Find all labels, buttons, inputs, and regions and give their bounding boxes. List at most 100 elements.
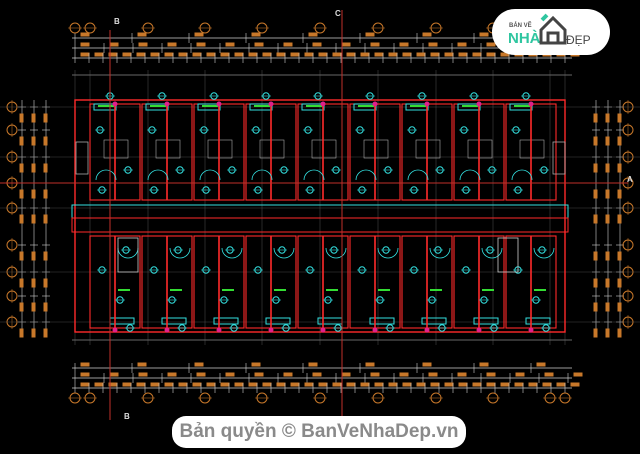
dimension-text xyxy=(428,42,438,47)
dimension-text xyxy=(251,362,261,367)
dimension-text xyxy=(43,302,48,312)
corridor xyxy=(71,217,569,233)
door-swing xyxy=(377,247,399,259)
dimension-text xyxy=(43,136,48,146)
balcony xyxy=(197,103,221,111)
dimension-text xyxy=(220,52,230,57)
dimension-text xyxy=(514,382,524,387)
dimension-text xyxy=(150,52,160,57)
dimension-text xyxy=(341,42,351,47)
dimension-text xyxy=(593,328,598,338)
dimension-text xyxy=(479,32,489,37)
dimension-text xyxy=(486,372,496,377)
dimension-text xyxy=(31,113,36,123)
column-marker xyxy=(216,327,222,333)
dimension-text xyxy=(617,136,622,146)
stair-hatch xyxy=(75,141,89,175)
dimension-text xyxy=(164,382,174,387)
dimension-text xyxy=(457,372,467,377)
dimension-text xyxy=(388,52,398,57)
dimension-text xyxy=(290,52,300,57)
door-swing xyxy=(429,247,451,259)
dimension-text xyxy=(486,42,496,47)
column-marker xyxy=(216,101,222,107)
dimension-text xyxy=(178,382,188,387)
balcony xyxy=(145,103,169,111)
dimension-text xyxy=(402,52,412,57)
copyright-watermark: Bản quyền © BanVeNhaDep.vn xyxy=(172,416,466,448)
dimension-text xyxy=(137,362,147,367)
dimension-text xyxy=(234,382,244,387)
column-marker xyxy=(320,101,326,107)
dimension-text xyxy=(94,382,104,387)
dimension-text xyxy=(220,382,230,387)
dimension-text xyxy=(593,251,598,261)
dimension-text xyxy=(388,382,398,387)
balcony xyxy=(301,103,325,111)
dimension-text xyxy=(136,52,146,57)
dimension-text xyxy=(542,382,552,387)
balcony xyxy=(405,103,429,111)
dimension-text xyxy=(19,278,24,288)
dimension-text xyxy=(43,278,48,288)
stair-hatch xyxy=(363,139,389,159)
dimension-text xyxy=(138,42,148,47)
dimension-text xyxy=(43,113,48,123)
balcony xyxy=(421,317,447,325)
dimension-text xyxy=(19,189,24,199)
dimension-text xyxy=(617,251,622,261)
dimension-text xyxy=(457,42,467,47)
dimension-text xyxy=(360,52,370,57)
dimension-text xyxy=(283,372,293,377)
dimension-text xyxy=(109,42,119,47)
dimension-text xyxy=(593,302,598,312)
dimension-text xyxy=(80,42,90,47)
dimension-text xyxy=(593,163,598,173)
balcony xyxy=(509,103,533,111)
dimension-text xyxy=(80,372,90,377)
dimension-text xyxy=(248,382,258,387)
dimension-text xyxy=(206,382,216,387)
dimension-text xyxy=(31,302,36,312)
balcony xyxy=(265,317,291,325)
staircase xyxy=(497,237,519,273)
dimension-text xyxy=(617,328,622,338)
balcony xyxy=(317,317,343,325)
dimension-text xyxy=(164,52,174,57)
dimension-text xyxy=(332,382,342,387)
dimension-text xyxy=(444,382,454,387)
door-swing xyxy=(303,169,325,181)
dimension-text xyxy=(262,382,272,387)
dimension-text xyxy=(374,382,384,387)
dimension-text xyxy=(31,163,36,173)
dimension-text xyxy=(617,189,622,199)
dimension-text xyxy=(536,362,546,367)
dimension-text xyxy=(206,52,216,57)
dimension-text xyxy=(234,52,244,57)
balcony xyxy=(457,103,481,111)
dimension-text xyxy=(458,382,468,387)
stair-hatch xyxy=(552,141,566,175)
dimension-text xyxy=(365,32,375,37)
dimension-text xyxy=(194,362,204,367)
dimension-text xyxy=(109,372,119,377)
dimension-text xyxy=(31,214,36,224)
dimension-text xyxy=(605,278,610,288)
dimension-text xyxy=(402,382,412,387)
dimension-text xyxy=(318,52,328,57)
dimension-text xyxy=(332,52,342,57)
dimension-text xyxy=(428,372,438,377)
dimension-text xyxy=(122,52,132,57)
column-marker xyxy=(372,101,378,107)
door-swing xyxy=(273,247,295,259)
dimension-text xyxy=(605,302,610,312)
stair-hatch xyxy=(467,139,493,159)
dimension-text xyxy=(515,372,525,377)
dimension-text xyxy=(617,113,622,123)
column-marker xyxy=(112,101,118,107)
dimension-text xyxy=(605,251,610,261)
dimension-text xyxy=(486,382,496,387)
dimension-text xyxy=(43,214,48,224)
section-mark-c-top: C xyxy=(335,9,341,18)
dimension-text xyxy=(617,214,622,224)
